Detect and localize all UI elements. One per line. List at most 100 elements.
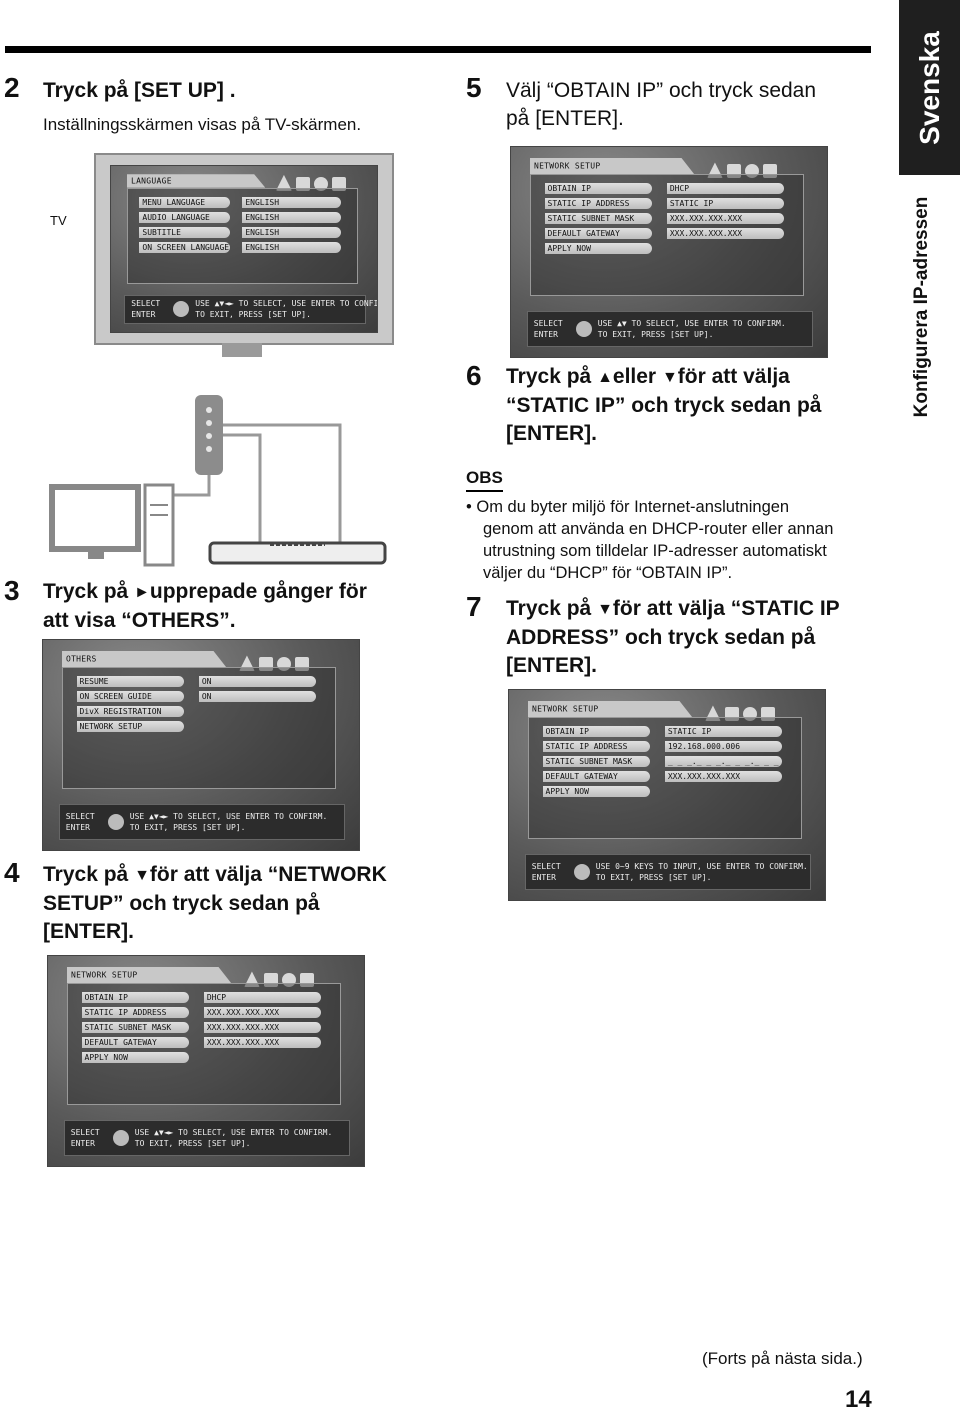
menu-row: ON SCREEN GUIDE ON: [76, 691, 322, 703]
section-tab: Konfigurera IP-adressen: [899, 182, 944, 432]
screen-header: OTHERS: [65, 654, 97, 664]
menu-row: DivX REGISTRATION: [76, 706, 322, 718]
menu-row: APPLY NOW: [81, 1052, 327, 1064]
menu-row-label: ON SCREEN LANGUAGE: [139, 241, 230, 253]
step-number: 5: [466, 72, 482, 103]
menu-row-value: DHCP: [203, 992, 322, 1004]
menu-list: RESUME ON ON SCREEN GUIDE ON DivX REGISTRATI…: [61, 667, 336, 789]
menu-row-label: OBTAIN IP: [81, 992, 190, 1004]
menu-row-value: 192.168.000.006: [664, 741, 783, 753]
menu-row-value: ON: [198, 691, 317, 703]
menu-row-label: APPLY NOW: [544, 243, 653, 255]
menu-row: STATIC SUBNET MASK XXX.XXX.XXX.XXX: [81, 1022, 327, 1034]
menu-row: OBTAIN IP DHCP: [544, 183, 790, 195]
menu-row-value: ON: [198, 676, 317, 688]
menu-row-value: ENGLISH: [242, 226, 342, 238]
step-heading: Tryck på [SET UP] .: [43, 79, 236, 102]
menu-row-value: ENGLISH: [242, 196, 342, 208]
screen-footer: SELECT ENTER USE ▲▼◄► TO SELECT, USE ENT…: [63, 1119, 351, 1156]
step-heading: Tryck på ▼för att välja “STATIC IP ADDRE…: [506, 597, 840, 677]
note-line: utrustning som tilldelar IP-adresser aut…: [483, 542, 827, 560]
step-heading: Tryck på ►upprepade gånger för att visa …: [43, 580, 367, 632]
menu-row-value: XXX.XXX.XXX.XXX: [666, 228, 785, 240]
menu-row-value: XXX.XXX.XXX.XXX: [203, 1022, 322, 1034]
menu-icons: [275, 171, 350, 191]
menu-row-label: RESUME: [76, 676, 185, 688]
menu-row-label: APPLY NOW: [81, 1052, 190, 1064]
menu-row-label: OBTAIN IP: [544, 183, 653, 195]
player-icon: [208, 541, 387, 565]
language-tab: Svenska: [899, 0, 960, 175]
note-body: • Om du byter miljö för Internet-anslutn…: [466, 496, 886, 584]
step-heading: Tryck på ▼för att välja “NETWORK SETUP” …: [43, 863, 387, 943]
menu-row-value: XXX.XXX.XXX.XXX: [666, 213, 785, 225]
menu-row-label: DEFAULT GATEWAY: [544, 228, 653, 240]
menu-row-value: DHCP: [666, 183, 785, 195]
step-number: 7: [466, 591, 482, 622]
menu-row: OBTAIN IP STATIC IP: [542, 726, 788, 738]
down-arrow-icon: ▼: [597, 601, 613, 618]
menu-list: OBTAIN IP STATIC IP STATIC IP ADDRESS 192.1…: [527, 717, 802, 839]
screen-header: LANGUAGE: [130, 176, 172, 186]
step-number: 4: [4, 857, 20, 888]
menu-row-label: DEFAULT GATEWAY: [542, 771, 651, 783]
menu-row-value: ENGLISH: [242, 241, 342, 253]
footer-hint: USE ▲▼ TO SELECT, USE ENTER TO CONFIRM. …: [597, 318, 786, 339]
menu-row: STATIC SUBNET MASK_ _ _._ _ _._ _ _._ _ …: [542, 756, 788, 768]
footer-keys: SELECT ENTER: [131, 299, 161, 320]
menu-row: RESUME ON: [76, 676, 322, 688]
right-arrow-icon: ►: [134, 584, 150, 601]
tv-label: TV: [50, 213, 67, 228]
screen-footer: SELECT ENTER USE ▲▼◄► TO SELECT, USE ENT…: [58, 803, 346, 840]
menu-row: DEFAULT GATEWAY XXX.XXX.XXX.XXX: [542, 771, 788, 783]
step-number: 2: [4, 72, 20, 103]
menu-row-label: DivX REGISTRATION: [76, 706, 185, 718]
menu-row: APPLY NOW: [544, 243, 790, 255]
menu-row-label: STATIC IP ADDRESS: [542, 741, 651, 753]
footer-hint: USE ▲▼◄► TO SELECT, USE ENTER TO CONFIRM…: [129, 811, 328, 832]
menu-row-value: STATIC IP: [664, 726, 783, 738]
connection-illustration: [49, 395, 387, 567]
screen-footer: SELECT ENTER USE ▲▼◄► TO SELECT, USE ENT…: [124, 295, 377, 324]
dpad-icon: [107, 813, 124, 830]
screen-header: NETWORK SETUP: [533, 161, 601, 171]
menu-row-label: DEFAULT GATEWAY: [81, 1037, 190, 1049]
menu-row-value: STATIC IP: [666, 198, 785, 210]
up-arrow-icon: ▲: [597, 369, 613, 386]
step-number: 3: [4, 575, 20, 606]
menu-row-label: OBTAIN IP: [542, 726, 651, 738]
menu-row: STATIC IP ADDRESS 192.168.000.006: [542, 741, 788, 753]
menu-row-label: AUDIO LANGUAGE: [139, 211, 230, 223]
section-tab-label: Konfigurera IP-adressen: [910, 196, 932, 418]
down-arrow-icon: ▼: [661, 369, 678, 386]
menu-row-label: APPLY NOW: [542, 786, 651, 798]
dpad-icon: [112, 1129, 129, 1146]
screen-footer: SELECT ENTER USE ▲▼ TO SELECT, USE ENTER…: [526, 310, 814, 347]
footer-keys: SELECT ENTER: [65, 811, 95, 832]
screen-header: NETWORK SETUP: [531, 704, 599, 714]
menu-row-label: ON SCREEN GUIDE: [76, 691, 185, 703]
footer-hint: USE ▲▼◄► TO SELECT, USE ENTER TO CONFIRM…: [195, 299, 378, 320]
dpad-icon: [173, 301, 190, 318]
menu-list: OBTAIN IP DHCP STATIC IP ADDRESS STATIC IP S…: [529, 174, 804, 296]
down-arrow-icon: ▼: [134, 867, 150, 884]
footer-hint: USE 0~9 KEYS TO INPUT, USE ENTER TO CONF…: [595, 861, 808, 882]
menu-row-label: STATIC SUBNET MASK: [81, 1022, 190, 1034]
footer-keys: SELECT ENTER: [70, 1127, 100, 1148]
step-subtext: Inställningsskärmen visas på TV-skärmen.: [43, 115, 362, 134]
menu-row: DEFAULT GATEWAY XXX.XXX.XXX.XXX: [544, 228, 790, 240]
menu-row-value: _ _ _._ _ _._ _ _._ _ _: [664, 756, 783, 768]
menu-row-value: XXX.XXX.XXX.XXX: [664, 771, 783, 783]
menu-row-label: STATIC IP ADDRESS: [544, 198, 653, 210]
menu-list: OBTAIN IP DHCP STATIC IP ADDRESS XXX.XXX.XX…: [66, 983, 341, 1105]
step-number: 6: [466, 360, 482, 391]
menu-row-label: STATIC IP ADDRESS: [81, 1007, 190, 1019]
